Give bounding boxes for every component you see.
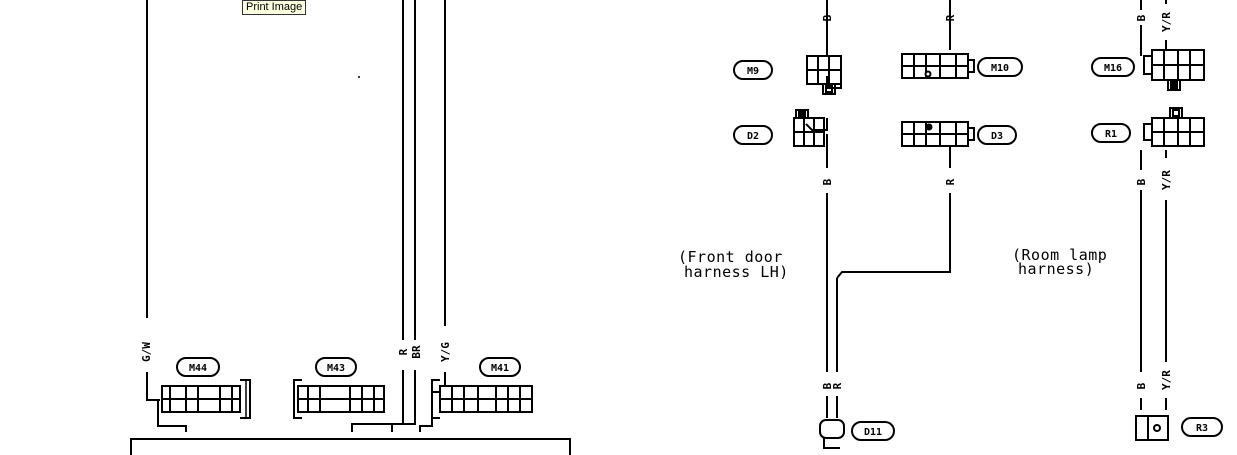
wire-label-m16-b: B bbox=[1135, 14, 1148, 21]
note-front-door-line2: harness LH) bbox=[684, 263, 789, 281]
callout-m9 bbox=[733, 60, 773, 80]
connector-m44-body bbox=[161, 379, 251, 419]
connector-r3-body bbox=[1135, 415, 1169, 441]
wire-label-d11-r: R bbox=[831, 382, 844, 389]
callout-d2 bbox=[733, 125, 773, 145]
connector-d2-label: D2 bbox=[747, 131, 759, 142]
wire-label-yg: Y/G bbox=[439, 342, 452, 362]
callout-m10 bbox=[977, 57, 1023, 77]
connector-m41-label: M41 bbox=[491, 363, 509, 374]
wire-label-m10-r: R bbox=[944, 14, 957, 21]
wire-label-d11-b: B bbox=[821, 382, 834, 389]
wire-label-m16-yr: Y/R bbox=[1160, 12, 1173, 32]
connector-m43-label: M43 bbox=[327, 363, 345, 374]
callout-m41 bbox=[479, 357, 521, 377]
wire-label-d2-b: B bbox=[821, 178, 834, 185]
wire-label-d3-r: R bbox=[944, 178, 957, 185]
wire-label-r1-b: B bbox=[1135, 178, 1148, 185]
connector-m10-body bbox=[901, 53, 975, 79]
connector-r1-body bbox=[1143, 107, 1205, 147]
connector-m10-label: M10 bbox=[991, 63, 1009, 74]
wire-label-r1-yr: Y/R bbox=[1160, 170, 1173, 190]
connector-d3-body bbox=[901, 121, 975, 147]
callout-r3 bbox=[1181, 417, 1223, 437]
connector-m43-body bbox=[293, 379, 385, 419]
wire-label-gw: G/W bbox=[140, 342, 153, 362]
wire-label-br: BR bbox=[410, 345, 423, 359]
connector-d11-body bbox=[819, 419, 845, 449]
connector-m9-body bbox=[806, 55, 842, 95]
connector-m16-body bbox=[1143, 49, 1205, 91]
connector-r1-label: R1 bbox=[1105, 129, 1117, 140]
callout-d3 bbox=[977, 125, 1017, 145]
connector-d3-label: D3 bbox=[991, 131, 1003, 142]
connector-m16-label: M16 bbox=[1104, 63, 1122, 74]
callout-d11 bbox=[851, 421, 895, 441]
note-front-door-line1: (Front door bbox=[678, 248, 783, 266]
note-room-lamp-line2: harness) bbox=[1018, 260, 1094, 278]
connector-m41-body bbox=[431, 379, 533, 419]
print-image-tooltip: Print Image bbox=[242, 0, 307, 15]
callout-m44 bbox=[176, 357, 220, 377]
wire-label-r3-b: B bbox=[1135, 382, 1148, 389]
note-room-lamp-line1: (Room lamp bbox=[1012, 246, 1107, 264]
wire-label-r: R bbox=[397, 348, 410, 355]
wire-label-r3-yr: Y/R bbox=[1160, 370, 1173, 390]
callout-r1 bbox=[1091, 123, 1131, 143]
callout-m16 bbox=[1091, 57, 1135, 77]
callout-m43 bbox=[315, 357, 357, 377]
connector-m44-label: M44 bbox=[189, 363, 207, 374]
wire-label-m9-b: B bbox=[821, 14, 834, 21]
connector-d2-body bbox=[793, 109, 828, 147]
connector-m9-label: M9 bbox=[747, 66, 759, 77]
connector-d11-label: D11 bbox=[864, 427, 882, 438]
connector-r3-label: R3 bbox=[1196, 423, 1208, 434]
